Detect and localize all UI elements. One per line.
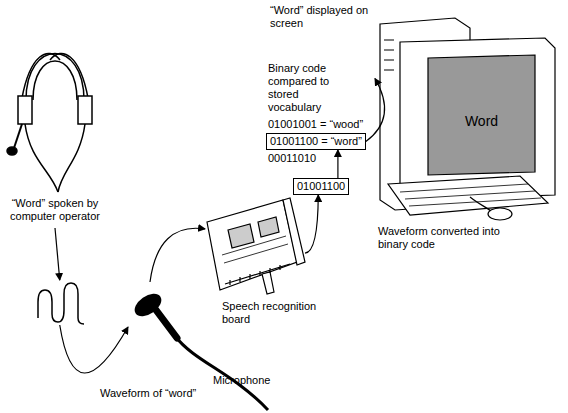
computer-drawing — [380, 18, 555, 220]
microphone-illustration: Microphone — [128, 282, 183, 342]
node-caption: “Word” displayed on screen — [270, 4, 370, 30]
flow-arrow — [305, 195, 318, 253]
flow-arrow — [55, 228, 60, 280]
monitor-screen — [428, 55, 535, 175]
card-bracket — [283, 198, 305, 265]
edge-connector — [225, 264, 290, 285]
headband — [26, 54, 84, 101]
keyboard — [388, 176, 548, 215]
chip — [228, 224, 254, 248]
node-text: 01001100 — [297, 180, 345, 193]
earpiece — [78, 96, 92, 124]
headset-cord — [25, 124, 58, 192]
headband — [33, 61, 77, 100]
mouse-cord — [470, 197, 492, 212]
board-drawing — [207, 198, 305, 294]
waveform-drawing — [38, 283, 84, 324]
chip — [258, 217, 279, 237]
flow-arrow — [366, 79, 385, 142]
microphone-handle — [156, 310, 177, 338]
keyboard-keys — [400, 184, 541, 206]
vocabulary-match-box: 01001100 = “word” — [266, 133, 366, 150]
flow-arrow — [150, 228, 205, 282]
flow-arrow — [337, 150, 338, 178]
headset-cord — [58, 124, 85, 192]
microphone-head — [131, 289, 166, 321]
headset-boom — [14, 124, 22, 148]
annotation-label: Waveform converted into binary code — [378, 225, 503, 251]
circuit-card — [207, 200, 297, 290]
headband — [50, 53, 88, 98]
headset-illustration: “Word” spoken by computer operator — [0, 35, 110, 228]
annotation-label: Binary code compared to stored vocabular… — [268, 62, 332, 114]
tower-vent — [384, 40, 394, 70]
annotation-label: 00011010 — [268, 152, 348, 165]
headset-mic — [7, 147, 17, 155]
headset-drawing — [7, 53, 92, 192]
board-illustration: Speech recognition board — [205, 195, 305, 292]
node-caption: Speech recognition board — [222, 300, 327, 326]
node-caption: Microphone — [213, 374, 303, 387]
earpiece — [18, 96, 32, 124]
node-caption: Waveform of “word” — [100, 387, 230, 400]
monitor-case — [400, 38, 555, 200]
card-bracket-tab — [262, 272, 274, 294]
circuit-trace — [222, 236, 288, 263]
waveform-illustration: Waveform of “word” — [35, 280, 90, 325]
node-caption: “Word” spoken by computer operator — [0, 197, 110, 223]
computer-illustration: “Word” displayed on screenWord — [375, 20, 555, 215]
annotation-label: 01001001 = “wood” — [268, 118, 388, 131]
binary-code-box: 01001100 — [293, 178, 349, 195]
node-text: Word — [428, 113, 535, 129]
node-text: 01001100 = “word” — [270, 135, 362, 148]
headband — [22, 53, 60, 98]
flow-arrow — [60, 325, 128, 373]
mouse — [488, 208, 512, 220]
